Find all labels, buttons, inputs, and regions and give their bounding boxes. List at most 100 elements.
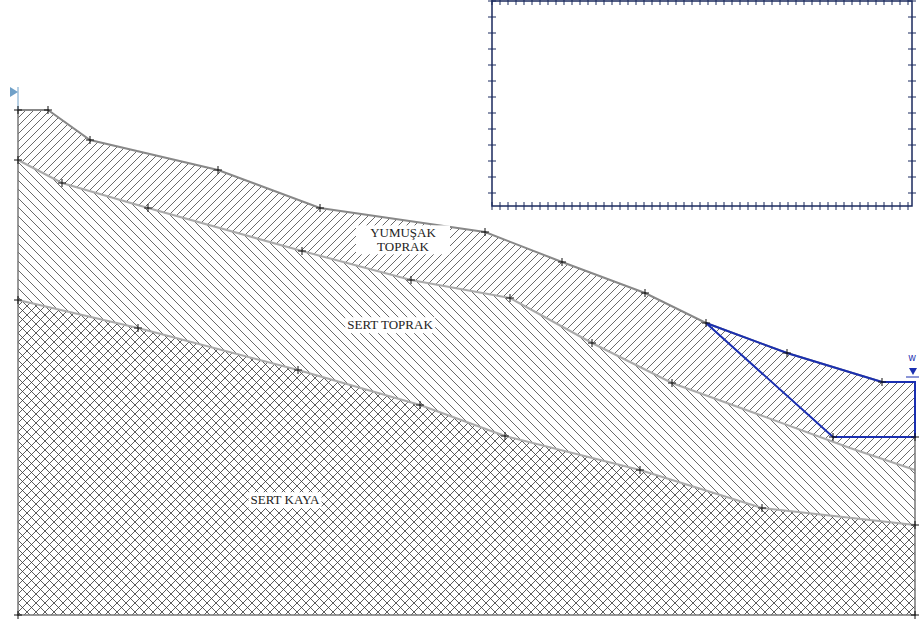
frame-tick xyxy=(804,202,805,210)
vertex-cross xyxy=(668,379,676,387)
frame-tick xyxy=(500,0,501,5)
frame-tick xyxy=(788,0,789,5)
frame-tick xyxy=(908,17,916,18)
axis-marker xyxy=(10,87,18,97)
frame-tick xyxy=(908,97,916,98)
vertex-cross xyxy=(702,319,710,327)
vertex-cross xyxy=(407,276,415,284)
frame-tick xyxy=(580,0,581,5)
frame-tick xyxy=(860,202,861,210)
frame-tick xyxy=(796,0,797,5)
frame-tick xyxy=(900,0,901,5)
frame-tick xyxy=(908,202,909,210)
frame-tick xyxy=(676,0,677,5)
frame-tick xyxy=(868,0,869,5)
vertex-cross xyxy=(911,521,919,529)
vertex-cross xyxy=(783,349,791,357)
frame-ticks xyxy=(488,0,916,210)
frame-tick xyxy=(700,202,701,210)
vertex-cross xyxy=(14,106,22,114)
frame-tick xyxy=(548,202,549,210)
frame-tick xyxy=(548,0,549,5)
vertex-cross xyxy=(144,204,152,212)
frame-tick xyxy=(692,0,693,5)
vertex-cross xyxy=(316,204,324,212)
frame-tick xyxy=(772,0,773,5)
vertex-cross xyxy=(294,366,302,374)
frame-tick xyxy=(908,113,916,114)
frame-tick xyxy=(732,202,733,210)
frame-tick xyxy=(908,33,916,34)
frame-tick xyxy=(488,81,496,82)
vertex-cross xyxy=(481,228,489,236)
frame-tick xyxy=(820,202,821,210)
frame-tick xyxy=(708,0,709,5)
frame-tick xyxy=(892,202,893,210)
vertex-cross xyxy=(506,294,514,302)
vertex-cross xyxy=(911,433,919,441)
vertex-cross xyxy=(636,466,644,474)
frame-tick xyxy=(724,202,725,210)
frame-tick xyxy=(908,65,916,66)
frame-tick xyxy=(684,202,685,210)
vertex-cross xyxy=(58,179,66,187)
frame-tick xyxy=(572,0,573,5)
frame-tick xyxy=(532,202,533,210)
frame-tick xyxy=(612,0,613,5)
frame-tick xyxy=(660,0,661,5)
frame-tick xyxy=(852,0,853,5)
frame-tick xyxy=(604,0,605,5)
water-marker xyxy=(909,368,917,375)
frame-tick xyxy=(700,0,701,5)
frame-tick xyxy=(488,1,496,2)
frame-tick xyxy=(668,202,669,210)
layer-name: YUMUŞAK TOPRAK xyxy=(356,225,450,254)
frame-tick xyxy=(908,1,916,2)
frame-tick xyxy=(488,33,496,34)
vertex-cross xyxy=(86,136,94,144)
frame-tick xyxy=(488,129,496,130)
frame-tick xyxy=(532,0,533,5)
frame-tick xyxy=(844,202,845,210)
frame-tick xyxy=(908,81,916,82)
frame-tick xyxy=(508,0,509,5)
frame-tick xyxy=(804,0,805,5)
frame-tick xyxy=(668,0,669,5)
hard-rock-layer xyxy=(18,300,915,615)
frame-tick xyxy=(780,0,781,5)
frame-tick xyxy=(636,202,637,210)
frame-tick xyxy=(884,202,885,210)
frame-tick xyxy=(828,0,829,5)
frame-tick xyxy=(628,0,629,5)
vertex-cross xyxy=(911,611,919,619)
frame-tick xyxy=(524,0,525,5)
layer-name: SERT KAYA xyxy=(249,492,322,508)
frame-tick xyxy=(676,202,677,210)
frame-tick xyxy=(516,0,517,5)
vertex-cross xyxy=(641,289,649,297)
frame-tick xyxy=(620,202,621,210)
view-frame xyxy=(492,1,912,206)
frame-tick xyxy=(488,97,496,98)
frame-tick xyxy=(572,202,573,210)
frame-tick xyxy=(836,0,837,5)
vertex-cross xyxy=(588,339,596,347)
vertex-cross xyxy=(14,611,22,619)
frame-tick xyxy=(892,0,893,5)
frame-tick xyxy=(488,49,496,50)
frame-tick xyxy=(488,113,496,114)
frame-tick xyxy=(764,202,765,210)
frame-tick xyxy=(812,202,813,210)
vertex-cross xyxy=(829,433,837,441)
frame-tick xyxy=(764,0,765,5)
frame-tick xyxy=(836,202,837,210)
vertex-marks xyxy=(14,106,919,619)
frame-tick xyxy=(860,0,861,5)
vertex-cross xyxy=(214,166,222,174)
frame-tick xyxy=(692,202,693,210)
frame-tick xyxy=(780,202,781,210)
vertex-cross xyxy=(14,156,22,164)
excavation-outline xyxy=(706,323,915,437)
frame-tick xyxy=(540,0,541,5)
